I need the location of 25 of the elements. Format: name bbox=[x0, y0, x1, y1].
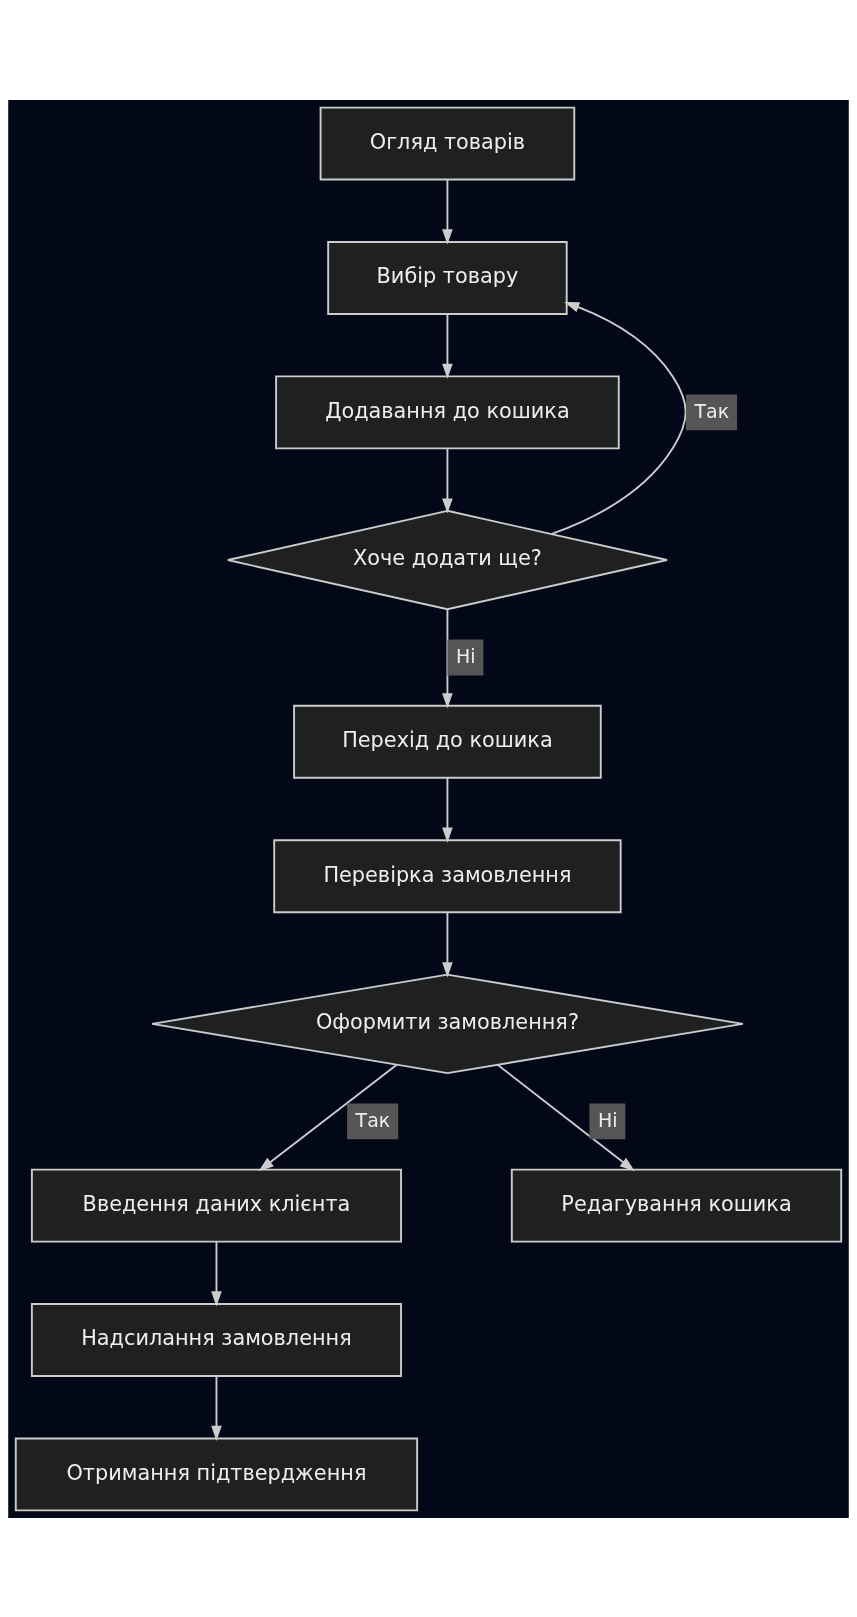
arrow bbox=[496, 1063, 635, 1171]
node-box: Додавання до кошика bbox=[275, 374, 620, 449]
edge-label: Так bbox=[355, 1108, 391, 1131]
node-box: Перевірка замовлення bbox=[273, 838, 622, 913]
arrow bbox=[442, 776, 453, 843]
arrow bbox=[550, 301, 687, 535]
edge-label: Так bbox=[694, 399, 730, 422]
node-box: Редагування кошика bbox=[510, 1168, 843, 1243]
node-box: Отримання підтвердження bbox=[14, 1437, 419, 1511]
node-box: Перехід до кошика bbox=[293, 704, 602, 779]
arrow bbox=[442, 608, 453, 708]
edge-label: Ні bbox=[597, 1108, 618, 1131]
arrow bbox=[442, 312, 453, 379]
node-box: Вибір товару bbox=[327, 240, 568, 315]
node-box: Введення даних клієнта bbox=[30, 1168, 402, 1243]
arrow bbox=[442, 910, 453, 977]
node-box: Надсилання замовлення bbox=[30, 1302, 402, 1377]
arrow bbox=[211, 1374, 222, 1441]
arrow bbox=[211, 1240, 222, 1306]
edge-label: Ні bbox=[455, 644, 476, 667]
arrow bbox=[442, 178, 453, 244]
node-box: Огляд товарів bbox=[319, 106, 576, 180]
node-diamond: Оформити замовлення? bbox=[151, 973, 744, 1074]
arrow bbox=[442, 446, 453, 514]
node-diamond: Хоче додати ще? bbox=[226, 509, 668, 610]
